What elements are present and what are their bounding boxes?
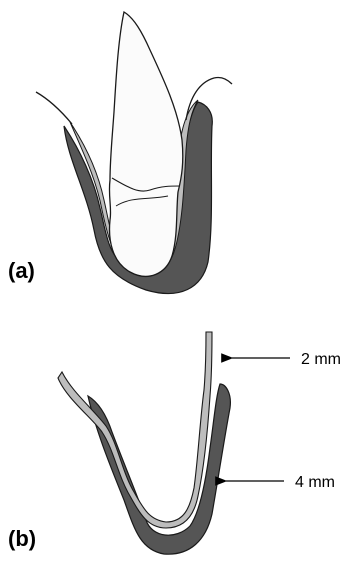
panel-b-illustration — [58, 332, 230, 554]
annotation-4mm: 4 mm — [295, 474, 335, 491]
panel-b-inner-layer — [58, 332, 212, 528]
panel-a-label: (a) — [8, 258, 35, 283]
annotation-2mm: 2 mm — [301, 351, 341, 368]
panel-b-label: (b) — [8, 526, 36, 551]
panel-a-left-strand — [36, 92, 72, 124]
panel-a-tooth — [109, 12, 182, 276]
panel-a-illustration — [36, 12, 232, 294]
